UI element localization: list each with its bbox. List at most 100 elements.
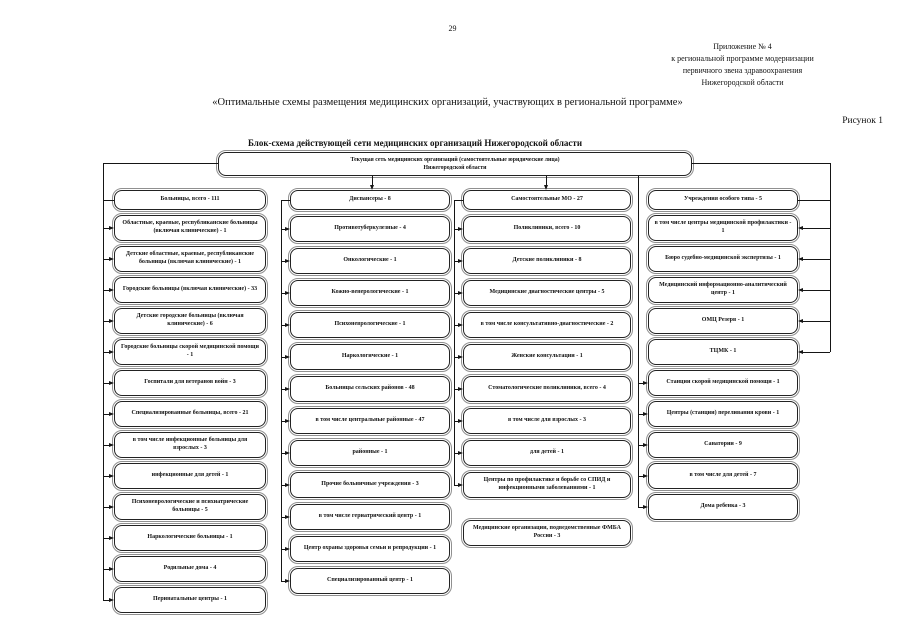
connector-line <box>281 581 285 582</box>
connector-line <box>458 200 463 201</box>
connector-line <box>803 228 830 229</box>
connector-line <box>103 259 109 260</box>
org-box: Перинатальные центры - 1 <box>112 585 268 615</box>
connector-line <box>454 200 458 201</box>
connector-line <box>103 163 218 164</box>
org-box: Наркологические - 1 <box>288 342 452 372</box>
appendix-line: к региональной программе модернизации <box>671 54 814 63</box>
org-box: Бюро судебно-медицинской экспертизы - 1 <box>646 244 800 274</box>
arrowhead-icon <box>798 256 803 261</box>
org-box: Противотуберкулезные - 4 <box>288 214 452 244</box>
connector-line <box>281 389 285 390</box>
arrowhead-icon <box>643 442 648 447</box>
connector-line <box>454 229 458 230</box>
connector-line <box>638 476 643 477</box>
connector-line <box>454 325 458 326</box>
root-box: Текущая сеть медицинских организаций (са… <box>216 150 694 178</box>
connector-line <box>103 290 109 291</box>
arrowhead-icon <box>109 225 114 230</box>
connector-line <box>830 163 831 352</box>
connector-line <box>372 176 373 185</box>
arrowhead-icon <box>798 287 803 292</box>
connector-line <box>281 229 285 230</box>
arrowhead-icon <box>458 418 463 423</box>
arrowhead-icon <box>109 566 114 571</box>
arrowhead-icon <box>458 354 463 359</box>
org-box: в том числе для детей - 7 <box>646 461 800 491</box>
arrowhead-icon <box>109 380 114 385</box>
arrowhead-icon <box>458 258 463 263</box>
connector-line <box>103 538 109 539</box>
arrowhead-icon <box>543 185 548 190</box>
connector-line <box>638 414 643 415</box>
org-box: в том числе гериатрический центр - 1 <box>288 502 452 532</box>
connector-line <box>103 414 109 415</box>
connector-line <box>803 352 830 353</box>
connector-line <box>803 259 830 260</box>
arrowhead-icon <box>285 322 290 327</box>
connector-line <box>285 200 290 201</box>
org-box: Госпитали для ветеранов войн - 3 <box>112 368 268 398</box>
org-box: Специализированные больницы, всего - 21 <box>112 399 268 429</box>
connector-line <box>638 176 639 507</box>
arrowhead-icon <box>285 290 290 295</box>
org-box: Больницы сельских районов - 48 <box>288 374 452 404</box>
connector-line <box>103 352 109 353</box>
connector-line <box>281 200 285 201</box>
connector-line <box>454 293 458 294</box>
appendix-line: Приложение № 4 <box>713 42 772 51</box>
org-box: Центры (станции) переливания крови - 1 <box>646 399 800 429</box>
arrowhead-icon <box>109 411 114 416</box>
org-box: инфекционные для детей - 1 <box>112 461 268 491</box>
arrowhead-icon <box>285 546 290 551</box>
connector-line <box>281 453 285 454</box>
org-box: Специализированный центр - 1 <box>288 566 452 596</box>
arrowhead-icon <box>109 597 114 602</box>
org-box: Психоневрологические - 1 <box>288 310 452 340</box>
connector-line <box>454 421 458 422</box>
connector-line <box>103 569 109 570</box>
appendix-line: Нижегородской области <box>701 78 784 87</box>
org-box: в том числе консультативно-диагностическ… <box>461 310 633 340</box>
connector-line <box>281 293 285 294</box>
org-box: Психоневрологические и психиатрические б… <box>112 492 268 522</box>
connector-line <box>454 357 458 358</box>
document-title: «Оптимальные схемы размещения медицински… <box>212 97 683 108</box>
column-header-box: Самостоятельные МО - 27 <box>461 188 633 212</box>
org-box: ТЦМК - 1 <box>646 337 800 367</box>
org-box: Стоматологические поликлиники, всего - 4 <box>461 374 633 404</box>
connector-line <box>638 507 643 508</box>
org-box: Дома ребенка - 3 <box>646 492 800 522</box>
arrowhead-icon <box>109 535 114 540</box>
arrowhead-icon <box>285 482 290 487</box>
arrowhead-icon <box>109 318 114 323</box>
connector-line <box>103 163 104 600</box>
arrowhead-icon <box>458 386 463 391</box>
org-box: Медицинский информационно-аналитический … <box>646 275 800 305</box>
org-box: Детские городские больницы (включая клин… <box>112 306 268 336</box>
arrowhead-icon <box>285 386 290 391</box>
org-box: Городские больницы (включая клинические)… <box>112 275 268 305</box>
arrowhead-icon <box>798 225 803 230</box>
arrowhead-icon <box>643 411 648 416</box>
connector-line <box>454 200 455 485</box>
org-box: Городские больницы скорой медицинской по… <box>112 337 268 367</box>
arrowhead-icon <box>458 226 463 231</box>
column-header-box: Больницы, всего - 111 <box>112 188 268 212</box>
arrowhead-icon <box>458 322 463 327</box>
arrowhead-icon <box>798 318 803 323</box>
org-box: Санатории - 9 <box>646 430 800 460</box>
arrowhead-icon <box>285 450 290 455</box>
arrowhead-icon <box>285 258 290 263</box>
appendix-line: первичного звена здравоохранения <box>682 66 803 75</box>
root-box-line: Нижегородской области <box>423 165 487 171</box>
org-box: Детские областные, краевые, республиканс… <box>112 244 268 274</box>
org-box: ОМЦ Резерв - 1 <box>646 306 800 336</box>
connector-line <box>454 485 458 486</box>
connector-line <box>803 200 830 201</box>
arrowhead-icon <box>285 514 290 519</box>
arrowhead-icon <box>643 473 648 478</box>
org-box: районные - 1 <box>288 438 452 468</box>
